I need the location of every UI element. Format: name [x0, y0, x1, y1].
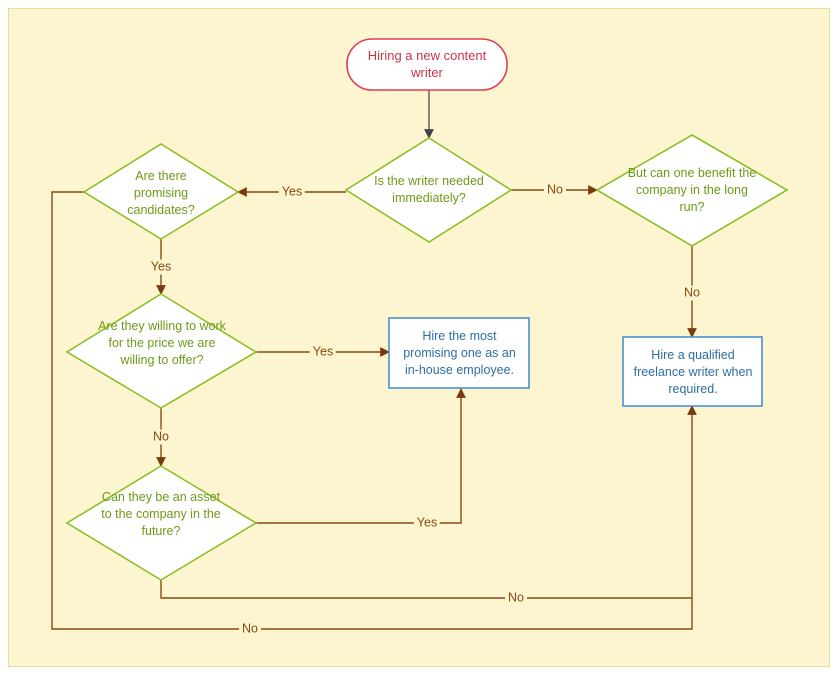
decision-willing-price	[65, 293, 258, 409]
edge-label-yes-willing: Yes	[147, 259, 175, 275]
process-hire-inhouse	[388, 317, 530, 389]
decision-promising-candidates-label: Are there promising candidates?	[127, 169, 195, 217]
decision-willing-price-label: Are they willing to work for the price w…	[98, 319, 226, 367]
edge-label-yes-future: Yes	[413, 515, 441, 531]
edge-label-yes-inhouse: Yes	[309, 344, 337, 360]
line-candidates-no	[51, 191, 693, 630]
decision-promising-candidates	[82, 143, 240, 240]
arrow-future-to-inhouse	[256, 388, 466, 524]
start-node-label: Hiring a new content writer	[367, 48, 487, 80]
edge-label-no-bottom: No	[505, 590, 527, 606]
decision-long-run	[595, 134, 789, 247]
process-hire-inhouse-label: Hire the most promising one as an in-hou…	[403, 329, 516, 377]
edge-label-no-long-run: No	[544, 182, 566, 198]
decision-future-asset	[65, 465, 258, 581]
arrow-future-no-to-freelance	[160, 405, 697, 599]
edge-label-no-to-freelance: No	[681, 285, 703, 301]
process-hire-freelance	[622, 336, 763, 407]
decision-long-run-label: But can one benefit the company in the l…	[627, 166, 757, 214]
decision-future-asset-label: Can they be an asset to the company in t…	[101, 490, 221, 538]
start-node	[346, 38, 508, 91]
edge-label-no-candidates: No	[239, 621, 261, 637]
edge-label-yes-candidates: Yes	[278, 184, 306, 200]
decision-needed-immediately-label: Is the writer needed immediately?	[374, 174, 484, 205]
decision-needed-immediately	[344, 137, 513, 243]
edge-label-no-future: No	[150, 429, 172, 445]
process-hire-freelance-label: Hire a qualified freelance writer when r…	[633, 348, 753, 396]
